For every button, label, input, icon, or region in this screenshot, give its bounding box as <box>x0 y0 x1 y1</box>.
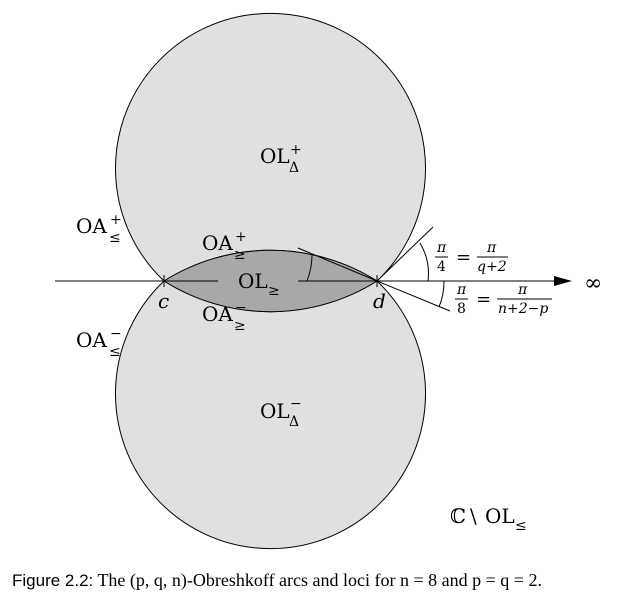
axis-arrowhead <box>554 276 572 286</box>
label-oa-geq-plus-sub: ≥ <box>234 247 246 263</box>
lower-angle-arc <box>438 280 445 308</box>
label-oa-geq-minus-sub: ≥ <box>234 318 246 334</box>
label-complement-c: ℂ <box>450 504 466 528</box>
upper-angle-arc <box>419 242 429 282</box>
label-ol-geq-sub: ≥ <box>268 283 280 299</box>
tangent-angle-arc <box>306 253 313 282</box>
upper-angle-rhs-den: q+2 <box>477 259 507 275</box>
upper-angle-lhs-num: π <box>436 240 447 256</box>
label-oa-geq-plus: OA <box>202 231 233 255</box>
upper-angle-rhs-num: π <box>486 240 497 256</box>
label-ol-delta-plus: OL <box>260 144 290 168</box>
label-oa-geq-plus-sup: + <box>235 229 247 245</box>
label-ol-delta-minus-sub: Δ <box>289 414 299 430</box>
label-ol-delta-minus: OL <box>260 399 290 423</box>
label-ol-delta-plus-sub: Δ <box>289 160 299 176</box>
label-oa-leq-minus-sup: − <box>110 326 122 342</box>
tangent-line <box>297 247 378 282</box>
label-ol-delta-plus-sup: + <box>290 142 302 158</box>
label-oa-leq-minus-sub: ≤ <box>109 344 121 360</box>
label-ol-delta-minus-sup: − <box>290 396 302 412</box>
point-d-label: d <box>373 289 386 313</box>
upper-angle-eq: = <box>456 247 471 268</box>
infinity-label: ∞ <box>584 271 602 296</box>
lower-angle-rhs-num: π <box>517 282 528 298</box>
obreshkoff-diagram: OL + Δ OL − Δ OL ≥ OA + ≤ OA − ≤ OA + ≥ … <box>55 12 602 550</box>
label-ol-geq: OL <box>238 269 268 293</box>
label-oa-leq-minus: OA <box>76 328 107 352</box>
figure-caption-text: The (p, q, n)-Obreshkoff arcs and loci f… <box>93 570 542 590</box>
figure-caption: Figure 2.2: The (p, q, n)-Obreshkoff arc… <box>12 570 632 591</box>
label-complement-setminus: \ <box>470 504 477 528</box>
upper-angle-lhs-den: 4 <box>437 259 446 275</box>
lower-angle-lhs-num: π <box>456 282 467 298</box>
lower-angle-rhs-den: n+2−p <box>498 301 548 317</box>
figure-caption-label: Figure 2.2: <box>12 571 94 590</box>
label-oa-leq-plus-sub: ≤ <box>109 230 121 246</box>
lower-ray <box>376 280 451 312</box>
upper-ray <box>376 226 434 282</box>
label-oa-geq-minus: OA <box>202 302 233 326</box>
label-complement-ol: OL <box>485 504 515 528</box>
lower-angle-lhs-den: 8 <box>457 301 466 317</box>
label-oa-leq-plus: OA <box>76 214 107 238</box>
label-oa-geq-minus-sup: − <box>235 300 247 316</box>
point-c-label: c <box>158 289 169 313</box>
label-oa-leq-plus-sup: + <box>110 212 122 228</box>
lower-angle-eq: = <box>476 289 491 310</box>
label-complement-sub: ≤ <box>515 518 527 534</box>
